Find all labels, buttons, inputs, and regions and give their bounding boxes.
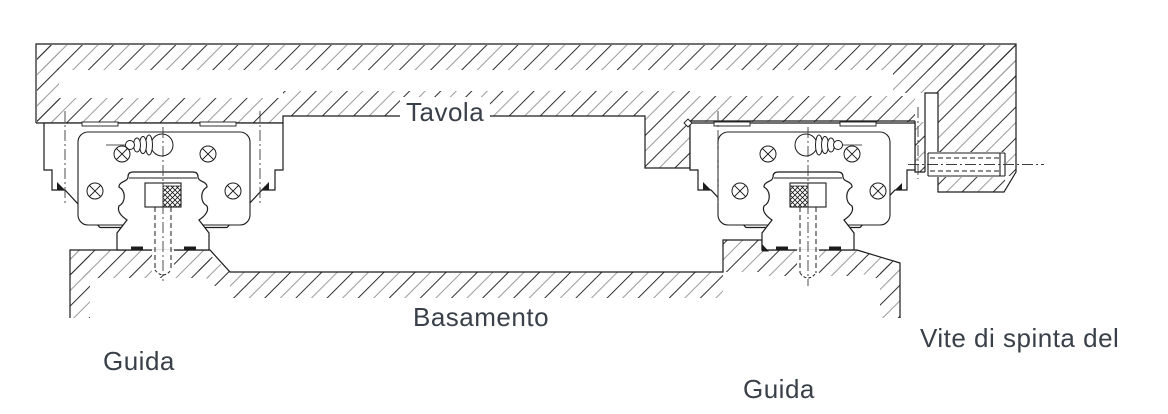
- label-tavola: Tavola: [400, 97, 491, 128]
- left-grease-nipple-icon: [106, 133, 174, 157]
- right-grease-nipple-icon: [794, 133, 862, 157]
- left-bolt-cross-marks: [86, 145, 242, 200]
- label-vite-spinta: Vite di spinta del carrello: [920, 323, 1120, 353]
- right-carriage-assembly: [683, 118, 916, 279]
- base-section-hatching: [70, 240, 900, 318]
- label-guida-ausiliaria: Guida ausiliaria: [103, 346, 175, 376]
- label-guida-riferimento: Guida di riferimento: [743, 374, 815, 404]
- label-basamento: Basamento: [413, 302, 550, 332]
- right-bolt-cross-marks: [731, 145, 887, 200]
- centerlines: [64, 107, 1044, 286]
- table-section-hatching: [37, 45, 1020, 194]
- corner-chamfer-mark: [683, 118, 693, 128]
